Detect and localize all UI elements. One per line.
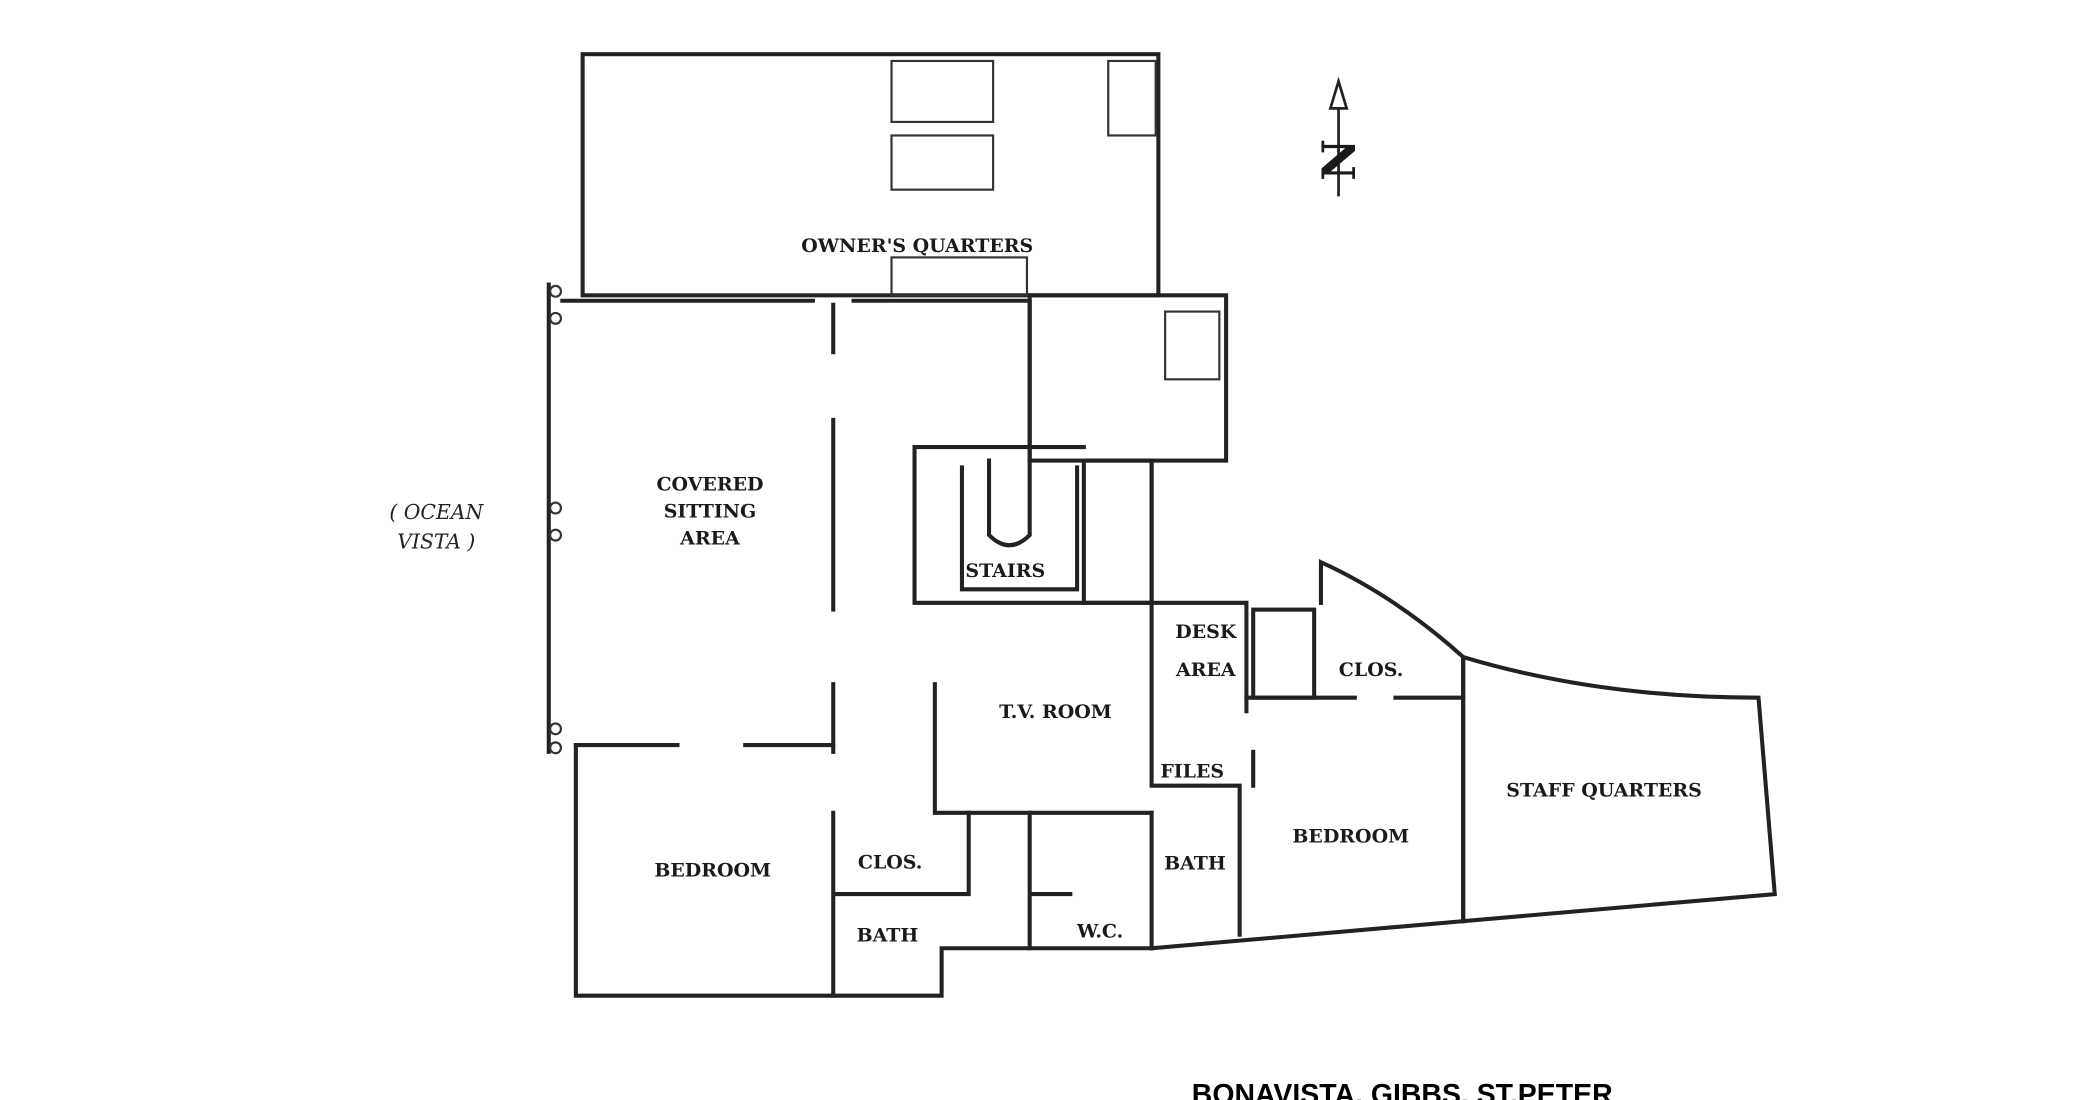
staff-quarters-label: STAFF QUARTERS bbox=[1506, 780, 1702, 802]
stairs-label: STAIRS bbox=[965, 560, 1045, 582]
tv-room-label: T.V. ROOM bbox=[999, 701, 1112, 723]
plan-title: BONAVISTA, GIBBS, ST.PETER bbox=[1192, 1079, 1613, 1100]
svg-text:N: N bbox=[1312, 139, 1366, 181]
walls bbox=[546, 282, 1466, 998]
covered-sitting-label-1: COVERED bbox=[656, 473, 763, 495]
covered-sitting-label-2: SITTING bbox=[664, 500, 756, 522]
desk-area-label-1: DESK bbox=[1175, 621, 1238, 643]
desk-hatch bbox=[1251, 607, 1317, 700]
closet-left-label: CLOS. bbox=[858, 851, 923, 873]
files-label: FILES bbox=[1160, 761, 1224, 783]
covered-sitting-label-3: AREA bbox=[679, 528, 740, 550]
bedroom-right-label: BEDROOM bbox=[1292, 826, 1409, 848]
wc-label: W.C. bbox=[1076, 920, 1123, 942]
ocean-vista-label-1: ( OCEAN bbox=[389, 500, 484, 524]
bedroom-left-label: BEDROOM bbox=[654, 859, 771, 881]
north-arrow-icon: N bbox=[1312, 76, 1366, 197]
bath-left-label: BATH bbox=[857, 925, 919, 947]
bath-right-label: BATH bbox=[1164, 853, 1226, 875]
ocean-vista-label-2: VISTA ) bbox=[397, 530, 475, 554]
owners-quarters-label: OWNER'S QUARTERS bbox=[801, 235, 1033, 257]
closet-right-label: CLOS. bbox=[1339, 659, 1404, 681]
staff-quarters-area bbox=[1461, 654, 1777, 924]
desk-area-label-2: AREA bbox=[1175, 659, 1236, 681]
owners-quarters-area bbox=[580, 52, 1229, 605]
